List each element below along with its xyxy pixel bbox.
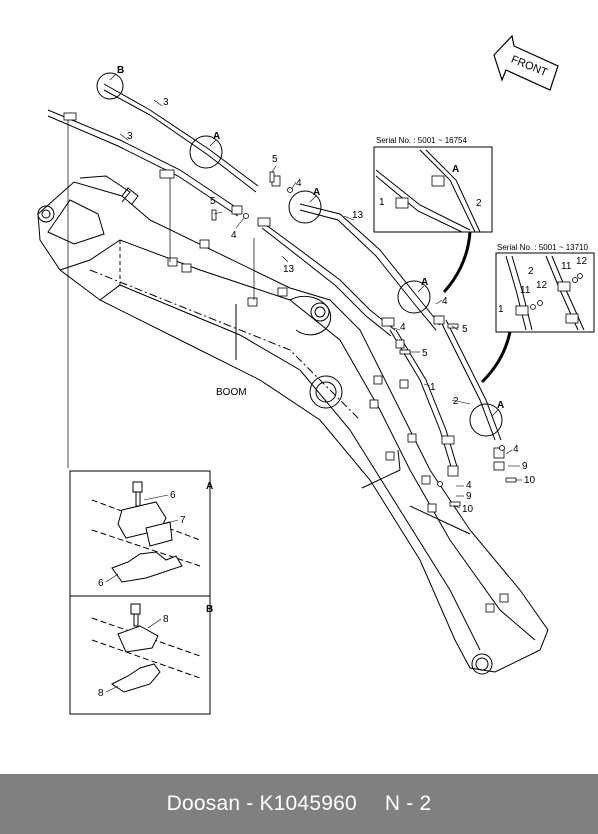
callout-pipe-3b: 3 bbox=[127, 131, 133, 142]
fittings bbox=[63, 112, 517, 507]
clamp-ref-a2: A bbox=[313, 187, 320, 198]
detail-callout-6b: 6 bbox=[98, 578, 104, 589]
callout-nut-9a: 9 bbox=[522, 461, 528, 472]
callout-labels: 3 3 5 4 5 4 13 13 4 5 1 2 4 5 4 9 10 4 9… bbox=[127, 97, 536, 515]
front-arrow-icon: FRONT bbox=[493, 34, 559, 91]
callout-washer-4c: 4 bbox=[400, 322, 406, 333]
boom-brackets bbox=[167, 239, 509, 613]
callout-washer-4e: 4 bbox=[513, 444, 519, 455]
serial-detail-2: Serial No. : 5001 ~ 13710 1 2 11 12 11 1… bbox=[480, 243, 595, 384]
callout-bolt-10b: 10 bbox=[462, 504, 474, 515]
callout-bolt-5b: 5 bbox=[210, 196, 216, 207]
callout-pipe-2: 2 bbox=[453, 396, 459, 407]
page-footer: Doosan - K1045960 N - 2 bbox=[0, 774, 598, 834]
serial-label-2: Serial No. : 5001 ~ 13710 bbox=[497, 243, 589, 252]
footer-page-number: N - 2 bbox=[384, 792, 432, 815]
callout-washer-4d: 4 bbox=[442, 296, 448, 307]
callout-bolt-5d: 5 bbox=[462, 324, 468, 335]
serial2-callout-12a: 12 bbox=[536, 280, 548, 291]
callout-bolt-5c: 5 bbox=[422, 348, 428, 359]
serial1-clamp-a: A bbox=[452, 164, 459, 175]
callout-nut-9b: 9 bbox=[466, 491, 472, 502]
boom-body bbox=[37, 175, 549, 675]
serial2-callout-12b: 12 bbox=[576, 256, 588, 267]
serial2-callout-2: 2 bbox=[528, 266, 534, 277]
callout-washer-4f: 4 bbox=[466, 480, 472, 491]
boom-label: BOOM bbox=[216, 387, 247, 398]
serial-label-1: Serial No. : 5001 ~ 16754 bbox=[376, 136, 468, 145]
serial2-callout-11a: 11 bbox=[520, 285, 531, 296]
serial1-callout-2: 2 bbox=[476, 198, 482, 209]
detail-callout-7: 7 bbox=[180, 515, 186, 526]
detail-callout-8a: 8 bbox=[163, 614, 169, 625]
hydraulic-pipes bbox=[47, 83, 502, 471]
callout-pipe-13b: 13 bbox=[283, 264, 295, 275]
callout-bolt-5a: 5 bbox=[272, 154, 278, 165]
leader-lines bbox=[109, 73, 522, 509]
serial2-callout-1: 1 bbox=[498, 304, 504, 315]
detail-callout-6a: 6 bbox=[170, 490, 176, 501]
clamp-reference-letters: B A A A A bbox=[117, 65, 504, 411]
clamp-ref-a3: A bbox=[421, 277, 428, 288]
clamp-detail-box: A B 6 7 6 8 8 bbox=[69, 470, 213, 715]
footer-brand-part: Doosan - K1045960 bbox=[166, 792, 357, 815]
callout-washer-4b: 4 bbox=[231, 230, 237, 241]
clamp-markers bbox=[96, 72, 503, 437]
callout-bolt-10a: 10 bbox=[524, 475, 536, 486]
callout-pipe-3a: 3 bbox=[163, 97, 169, 108]
callout-pipe-1: 1 bbox=[430, 382, 436, 393]
boom-piping-diagram: FRONT bbox=[37, 34, 595, 715]
clamp-ref-a1: A bbox=[213, 131, 220, 142]
clamp-ref-b: B bbox=[117, 65, 124, 76]
clamp-ref-a4: A bbox=[497, 400, 504, 411]
serial1-callout-1: 1 bbox=[379, 197, 385, 208]
detail-b-label: B bbox=[206, 604, 213, 615]
callout-pipe-13a: 13 bbox=[352, 210, 364, 221]
detail-a-label: A bbox=[206, 481, 213, 492]
serial2-callout-11b: 11 bbox=[561, 261, 572, 272]
callout-washer-4a: 4 bbox=[296, 178, 302, 189]
serial-detail-1: Serial No. : 5001 ~ 16754 1 2 A bbox=[373, 136, 493, 294]
detail-callout-8b: 8 bbox=[98, 688, 104, 699]
